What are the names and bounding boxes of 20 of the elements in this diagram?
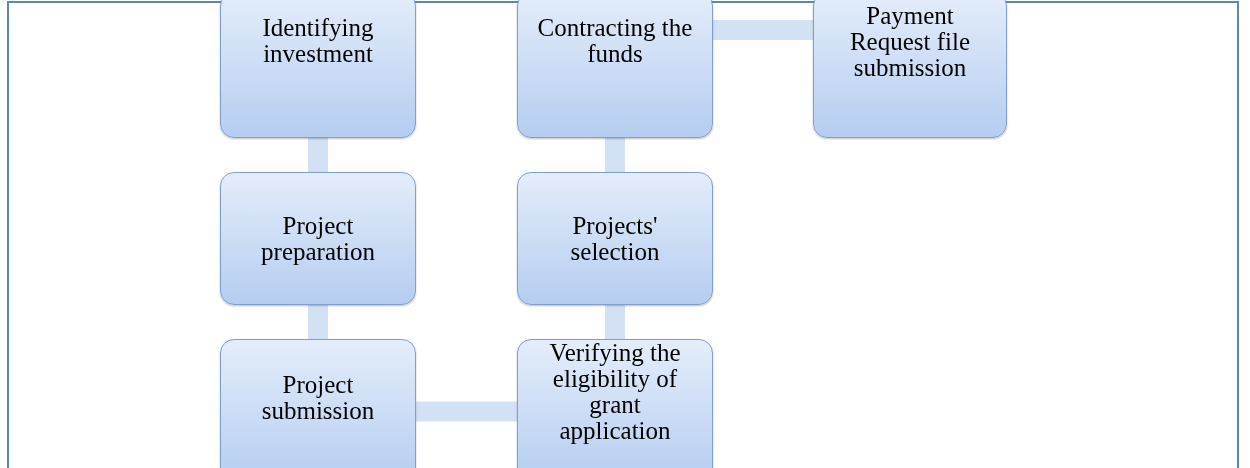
- process-box: [220, 339, 416, 468]
- step-label: Project submission: [260, 370, 376, 424]
- connector-bar: [605, 305, 625, 339]
- step-label: Contracting the funds: [536, 13, 694, 67]
- connector-bar: [308, 138, 328, 172]
- step-label: Identifying investment: [261, 13, 375, 67]
- step-label: Payment Request file submission: [848, 1, 972, 81]
- step-label: Verifying the eligibility of grant application: [548, 340, 682, 444]
- process-box: [517, 0, 713, 138]
- connector-bar: [308, 305, 328, 339]
- step-label: Projects' selection: [569, 212, 661, 265]
- process-box: [220, 172, 416, 305]
- process-box: [220, 0, 416, 138]
- process-box: [517, 339, 713, 468]
- connector-bar: [605, 138, 625, 172]
- connector-bar: [416, 401, 517, 422]
- connector-bar: [713, 20, 813, 40]
- process-box: [813, 0, 1007, 138]
- process-box: [517, 172, 713, 305]
- step-label: Project preparation: [260, 212, 376, 265]
